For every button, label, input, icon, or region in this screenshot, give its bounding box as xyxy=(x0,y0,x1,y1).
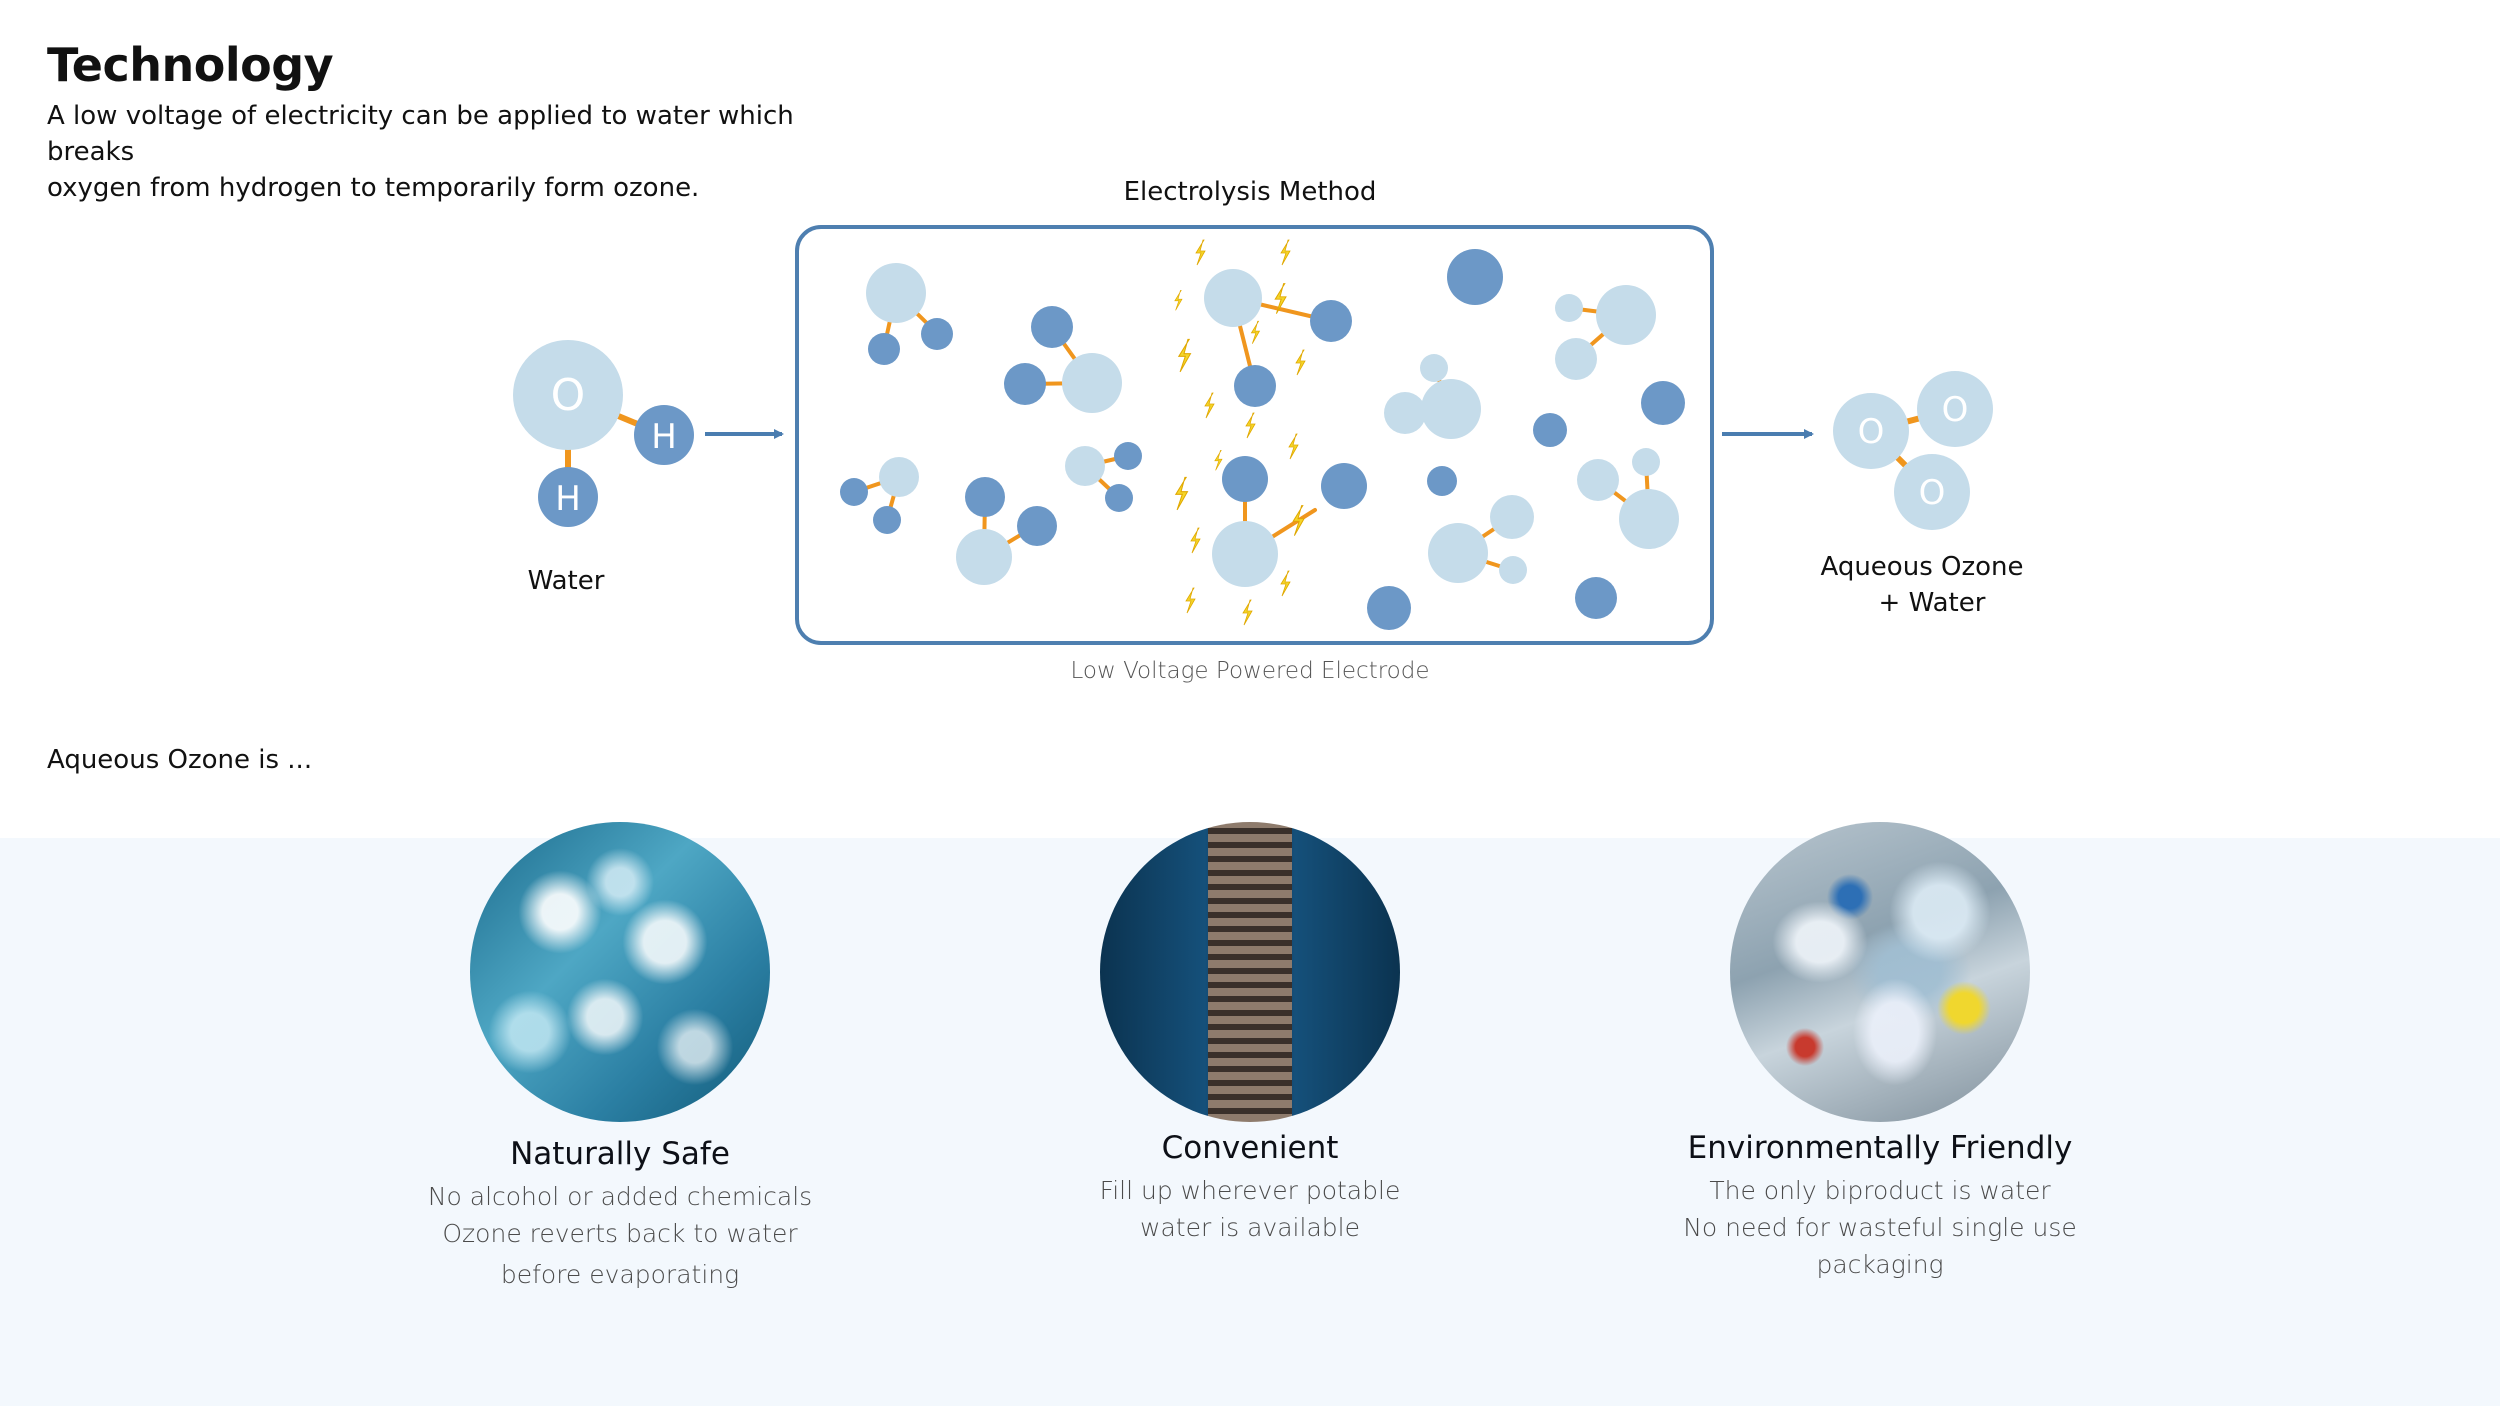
escalator-photo xyxy=(1100,822,1400,1122)
hydrogen-symbol: H xyxy=(555,479,581,519)
oxygen-symbol: O xyxy=(1858,412,1885,452)
benefit-title: Naturally Safe xyxy=(510,1136,730,1172)
benefit-line: before evaporating xyxy=(500,1260,740,1289)
oxygen-atom xyxy=(1917,371,1993,447)
method-title: Electrolysis Method xyxy=(1124,177,1377,207)
hydrogen-symbol: H xyxy=(651,417,677,457)
hydrogen-atom xyxy=(634,405,694,465)
page-title: Technology xyxy=(47,38,334,92)
oxygen-symbol: O xyxy=(1919,473,1946,513)
benefit-title: Environmentally Friendly xyxy=(1687,1130,2073,1166)
benefit-line: packaging xyxy=(1816,1250,1944,1279)
plastic-bottles-photo xyxy=(1730,822,2030,1122)
electrolysis-diagram: O H H Water Electrolysis Method xyxy=(513,177,2024,684)
benefits-subheading: Aqueous Ozone is ... xyxy=(47,745,313,775)
benefit-card-convenient: Convenient Fill up wherever potable wate… xyxy=(990,822,1510,1246)
output-label-line-1: Aqueous Ozone xyxy=(1821,552,2024,582)
oxygen-atom xyxy=(1833,393,1909,469)
molecules-group xyxy=(840,249,1685,630)
water-label: Water xyxy=(528,566,605,596)
intro-line-1: A low voltage of electricity can be appl… xyxy=(47,101,794,167)
benefit-line: No need for wasteful single use xyxy=(1683,1213,2077,1242)
ocean-waves-photo xyxy=(470,822,770,1122)
benefit-line: Fill up wherever potable xyxy=(1099,1176,1401,1205)
benefit-card-naturally-safe: Naturally Safe No alcohol or added chemi… xyxy=(360,822,880,1293)
oxygen-atom xyxy=(1894,454,1970,530)
electrode-caption: Low Voltage Powered Electrode xyxy=(1071,658,1430,684)
benefit-line: No alcohol or added chemicals xyxy=(427,1182,813,1211)
intro-text: A low voltage of electricity can be appl… xyxy=(47,98,867,206)
hydrogen-atom xyxy=(538,467,598,527)
benefit-line: water is available xyxy=(1140,1213,1360,1242)
oxygen-symbol: O xyxy=(1942,390,1969,430)
oxygen-atom xyxy=(513,340,623,450)
water-molecule: O H H xyxy=(513,340,694,527)
benefit-line: Ozone reverts back to water xyxy=(442,1219,798,1248)
benefit-line: The only biproduct is water xyxy=(1709,1176,2051,1205)
benefit-card-environmentally-friendly: Environmentally Friendly The only biprod… xyxy=(1620,822,2140,1283)
ozone-molecule: O O O xyxy=(1833,371,1993,530)
output-label-line-2: + Water xyxy=(1879,588,1986,618)
benefit-title: Convenient xyxy=(1161,1130,1339,1166)
oxygen-symbol: O xyxy=(551,370,586,421)
intro-line-2: oxygen from hydrogen to temporarily form… xyxy=(47,173,700,203)
